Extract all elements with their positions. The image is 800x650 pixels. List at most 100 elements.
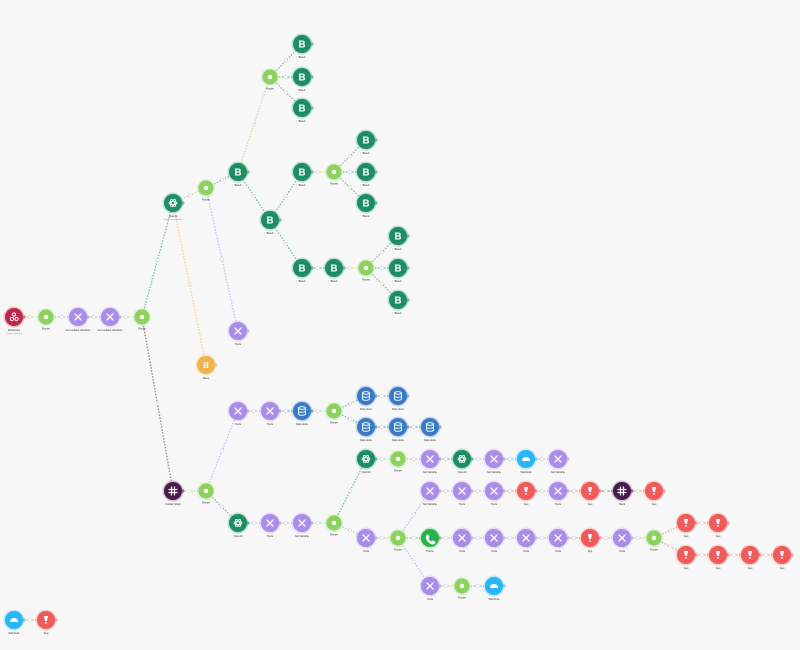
module-circle[interactable] [389, 259, 407, 277]
module-circle[interactable] [421, 418, 439, 436]
module-r7[interactable]: Router [197, 482, 215, 505]
connection-b5-b10[interactable] [269, 219, 303, 269]
filter-dot[interactable] [604, 536, 608, 540]
connection-ds1-r8[interactable] [302, 409, 334, 413]
module-oa2[interactable]: OpenAI [355, 448, 378, 475]
filter-dot[interactable] [476, 584, 480, 588]
filter-dot[interactable] [444, 489, 448, 493]
module-t17[interactable]: Tools [515, 527, 538, 554]
module-circle[interactable] [229, 514, 247, 532]
connection-t12-t13[interactable] [462, 489, 494, 493]
connection-t19-r12[interactable] [622, 536, 654, 540]
module-ds6[interactable]: Data store [419, 416, 442, 443]
module-r6[interactable]: Router [357, 259, 375, 282]
module-circle[interactable] [357, 194, 375, 212]
connection-t20-r13[interactable] [430, 584, 462, 588]
connection-b1-b5[interactable] [237, 171, 271, 221]
filter-dot[interactable] [380, 250, 384, 254]
filter-dot[interactable] [348, 417, 352, 421]
module-r5[interactable]: Router [325, 163, 343, 186]
connection-r2-slack1[interactable] [141, 316, 174, 492]
connection-r5-b8[interactable] [334, 170, 366, 174]
module-t1[interactable]: Set multiple variables [66, 306, 91, 333]
connection-b10-b11[interactable] [302, 266, 334, 270]
connection-oa4-t8[interactable] [238, 521, 270, 525]
connection-b6-r5[interactable] [302, 170, 334, 174]
module-oa4[interactable]: OpenAI [227, 512, 250, 539]
connection-red8-red9[interactable] [718, 553, 750, 557]
connection-r9-t5[interactable] [398, 457, 430, 461]
module-circle[interactable] [613, 482, 631, 500]
filter-dot[interactable] [380, 282, 384, 286]
filter-dot[interactable] [124, 315, 128, 319]
module-t2[interactable]: Set multiple variables [98, 306, 123, 333]
filter-dot[interactable] [572, 489, 576, 493]
filter-dot[interactable] [284, 75, 288, 79]
connection-r3-tools_a[interactable] [205, 187, 239, 332]
module-t11[interactable]: Set Variable [419, 480, 442, 507]
module-circle[interactable] [293, 402, 311, 420]
filter-dot[interactable] [348, 154, 352, 158]
module-ds2[interactable]: Data store [355, 385, 378, 412]
filter-dot[interactable] [348, 266, 352, 270]
connection-t11-t12[interactable] [430, 489, 462, 493]
module-cl2[interactable]: Webhook [483, 575, 506, 602]
module-circle[interactable] [357, 131, 375, 149]
module-ds1[interactable]: Data store [291, 400, 314, 427]
connection-r8-ds2[interactable] [333, 395, 367, 412]
filter-dot[interactable] [220, 257, 224, 262]
module-circle[interactable] [164, 194, 182, 212]
module-r9[interactable]: Router [389, 450, 407, 473]
filter-dot[interactable] [636, 536, 640, 540]
filter-dot[interactable] [92, 315, 96, 319]
module-ds5[interactable]: Data store [387, 416, 410, 443]
filter-dot[interactable] [348, 489, 352, 493]
filter-dot[interactable] [252, 409, 256, 413]
module-cl1[interactable]: Webhook [515, 448, 538, 475]
filter-dot[interactable] [412, 457, 416, 461]
module-red2[interactable]: App [579, 480, 602, 507]
connection-t10-r11[interactable] [366, 536, 398, 540]
module-t13[interactable]: Tools [483, 480, 506, 507]
filter-dot[interactable] [28, 315, 32, 319]
filter-dot[interactable] [700, 553, 704, 557]
connection-ds4-ds5[interactable] [366, 425, 398, 429]
filter-dot[interactable] [380, 266, 384, 270]
connection-r6-b13[interactable] [366, 266, 398, 270]
connection-r8-ds4[interactable] [333, 410, 367, 428]
filter-dot[interactable] [380, 536, 384, 540]
filter-dot[interactable] [412, 560, 416, 564]
connection-ds5-ds6[interactable] [398, 425, 430, 429]
filter-dot[interactable] [380, 457, 384, 461]
connection-red5-red6[interactable] [686, 521, 718, 525]
filter-dot[interactable] [476, 536, 480, 540]
module-circle[interactable] [389, 227, 407, 245]
module-circle[interactable] [5, 308, 23, 326]
connection-cl3-red11[interactable] [14, 618, 46, 622]
connection-r13-cl2[interactable] [462, 584, 494, 588]
connection-b11-r6[interactable] [334, 266, 366, 270]
filter-dot[interactable] [28, 618, 32, 622]
connection-r5-b7[interactable] [333, 139, 367, 173]
module-red9[interactable]: App [739, 544, 762, 571]
connection-r2-oa1[interactable] [141, 202, 174, 318]
module-t9[interactable]: Set Variable [291, 512, 314, 539]
filter-dot[interactable] [668, 544, 672, 549]
connection-t6-cl1[interactable] [494, 457, 526, 461]
connection-r3-b1[interactable] [205, 171, 239, 189]
module-ds3[interactable]: Data store [387, 385, 410, 412]
connection-r7-oa4[interactable] [205, 490, 239, 524]
filter-dot[interactable] [284, 58, 288, 63]
module-tools_a[interactable]: Tools [227, 320, 250, 347]
connection-r12-red5[interactable] [653, 522, 687, 539]
filter-dot[interactable] [348, 401, 352, 406]
module-r3[interactable]: Router [197, 179, 215, 202]
module-t7[interactable]: Set Variable [547, 448, 570, 475]
